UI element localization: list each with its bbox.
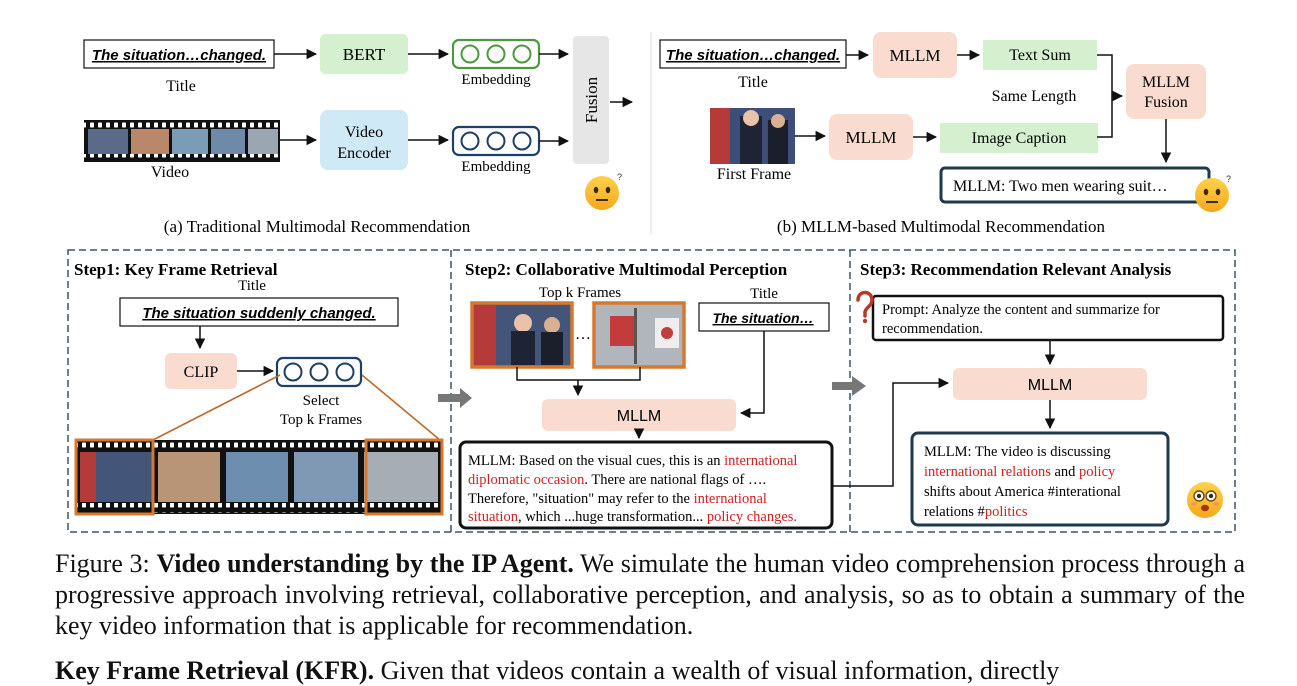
image-caption-box — [940, 123, 1098, 153]
step2-output-l4: situation, which ...huge transformation.… — [468, 509, 797, 525]
clip-box — [165, 353, 237, 389]
step2-output-l3: Therefore, "situation" may refer to the … — [468, 491, 767, 507]
b-title-text: The situation…changed. — [666, 47, 840, 64]
bert-box — [320, 34, 408, 74]
step3-panel: Step3: Recommendation Relevant Analysis … — [832, 260, 1225, 527]
a-video-strip — [84, 120, 280, 162]
step1-film-strip-icon — [74, 438, 444, 516]
step3-output-l1: MLLM: The video is discussing — [924, 444, 1111, 460]
a-title-box — [83, 39, 275, 69]
b-title-label: Title — [738, 74, 768, 91]
select-l1: Select — [303, 393, 340, 409]
neutral-face-icon: ? — [1195, 174, 1231, 212]
prompt-l2: recommendation. — [882, 321, 983, 337]
mllm-fusion-l2: Fusion — [1144, 94, 1188, 111]
b-title-box — [659, 39, 847, 69]
step2-output-l1: MLLM: Based on the visual cues, this is … — [468, 453, 797, 469]
caption-rest: We simulate the human video comprehensio… — [55, 549, 1246, 640]
neutral-face-icon: ? — [585, 172, 622, 210]
step3-heading: Step3: Recommendation Relevant Analysis — [860, 260, 1172, 279]
frames-ellipsis: … — [575, 326, 591, 343]
top-frame-2 — [592, 301, 686, 369]
step3-output-l2: international relations and policy — [924, 464, 1116, 480]
clip-label: CLIP — [184, 364, 219, 381]
step3-output-l4: relations #politics — [924, 504, 1028, 520]
question-hook-icon — [856, 290, 874, 324]
first-frame-image — [710, 108, 795, 164]
step2-mllm-label: MLLM — [617, 408, 661, 425]
top-frame-1 — [470, 301, 574, 369]
b-mllm-top-label: MLLM — [890, 46, 941, 65]
b-mllm-bottom-box — [829, 114, 913, 160]
same-length-label: Same Length — [992, 88, 1077, 105]
step1-title-box — [119, 297, 399, 327]
text-sum-box — [983, 40, 1097, 70]
select-l2: Top k Frames — [280, 412, 362, 428]
fusion-box — [573, 36, 609, 164]
step3-output-l3: shifts about America #interational — [924, 484, 1121, 500]
b-caption: (b) MLLM-based Multimodal Recommendation — [777, 217, 1106, 236]
b-output-text: MLLM: Two men wearing suit… — [953, 178, 1168, 195]
panel-a: The situation…changed. Title BERT Embedd… — [83, 34, 634, 236]
step2-panel: Step2: Collaborative Multimodal Percepti… — [458, 260, 834, 530]
step3-mllm-label: MLLM — [1028, 377, 1072, 394]
smiling-face-icon — [1187, 482, 1223, 518]
first-frame-label: First Frame — [717, 166, 791, 183]
step2-heading: Step2: Collaborative Multimodal Percepti… — [465, 260, 788, 279]
step1-title-text: The situation suddenly changed. — [142, 305, 375, 322]
a-title-text: The situation…changed. — [92, 47, 266, 64]
bert-label: BERT — [343, 45, 386, 64]
image-caption-label: Image Caption — [972, 130, 1067, 147]
prompt-l1: Prompt: Analyze the content and summariz… — [882, 302, 1160, 318]
video-encoder-box — [320, 110, 408, 170]
a-title-label: Title — [166, 78, 196, 95]
caption-bold: Video understanding by the IP Agent. — [156, 549, 574, 578]
step-arrow-2 — [832, 376, 866, 396]
figure-diagram: The situation…changed. Title BERT Embedd… — [67, 32, 1236, 533]
step3-mllm-box — [953, 368, 1147, 400]
step2-title-label: Title — [750, 286, 778, 302]
figure-caption: Figure 3: Video understanding by the IP … — [55, 548, 1245, 641]
prompt-box — [871, 294, 1225, 342]
step-arrow-1 — [438, 388, 472, 408]
fusion-label: Fusion — [582, 76, 601, 123]
step2-title-text: The situation… — [712, 310, 813, 326]
next-paragraph-bold: Key Frame Retrieval (KFR). — [55, 656, 375, 685]
a-video-label: Video — [151, 164, 189, 181]
video-encoder-l1: Video — [345, 124, 383, 141]
svg-text:?: ? — [1226, 174, 1231, 184]
top-k-label: Top k Frames — [539, 285, 621, 301]
step1-title-label: Title — [238, 278, 266, 294]
step2-output-l2: diplomatic occasion. There are national … — [468, 472, 766, 488]
next-paragraph: Key Frame Retrieval (KFR). Given that vi… — [55, 655, 1245, 686]
a-caption: (a) Traditional Multimodal Recommendatio… — [164, 217, 471, 236]
step3-output-box — [910, 431, 1170, 527]
step1-heading: Step1: Key Frame Retrieval — [74, 260, 278, 279]
embedding-top-label: Embedding — [461, 72, 531, 88]
b-mllm-bottom-label: MLLM — [846, 128, 897, 147]
embedding-bottom-label: Embedding — [461, 159, 531, 175]
caption-prefix: Figure 3: — [55, 549, 157, 578]
mllm-fusion-l1: MLLM — [1142, 74, 1190, 91]
step2-mllm-box — [542, 399, 736, 431]
b-mllm-top-box — [873, 32, 957, 78]
step2-output-box — [458, 440, 834, 530]
text-sum-label: Text Sum — [1009, 47, 1071, 64]
panel-b: The situation…changed. Title MLLM Text S… — [659, 32, 1231, 236]
mllm-fusion-box — [1126, 64, 1206, 119]
svg-text:?: ? — [617, 172, 622, 182]
next-paragraph-rest: Given that videos contain a wealth of vi… — [374, 656, 1060, 685]
step1-panel: Step1: Key Frame Retrieval Title The sit… — [74, 260, 444, 516]
video-encoder-l2: Encoder — [337, 145, 391, 162]
